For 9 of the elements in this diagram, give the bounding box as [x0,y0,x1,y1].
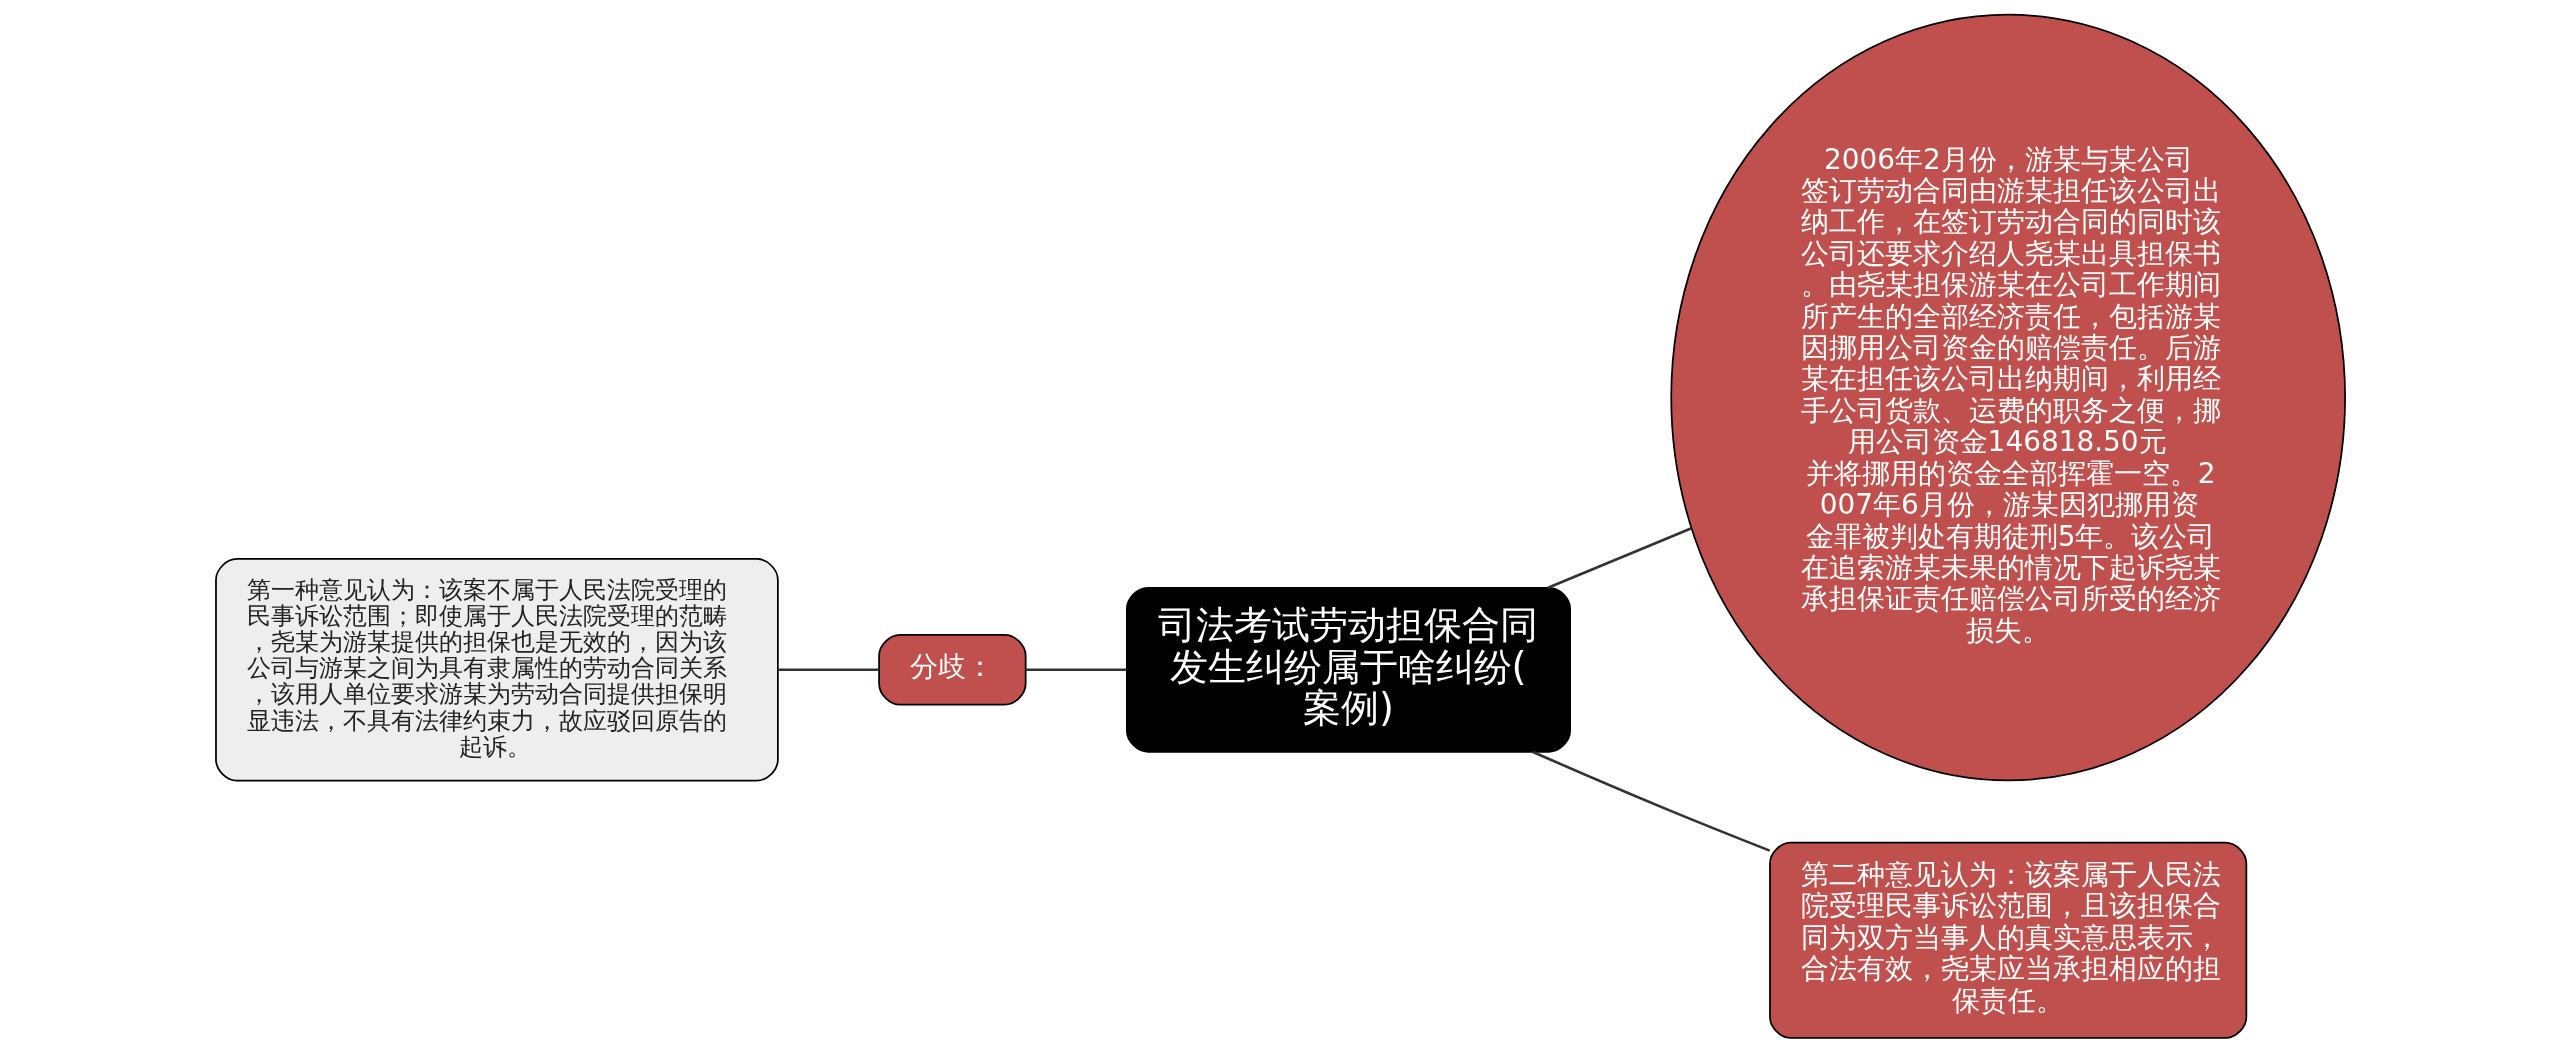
node-ellipse: 2006年2月份，游某与某公司签订劳动合同由游某担任该公司出纳工作，在签订劳动合同的同时该公司还要求介绍人尧某出具担保书。由尧某担保游某在公司工作期间所产生的全部经济责任，包括游某因挪用公司资金的赔偿责任。后游某在担任该公司出纳期间，利用经手公司货款、运费的职务之便，挪用公司资金146818.50元并将挪用的资金全部挥霍一空。2007年6月份，游某因犯挪用资金罪被判处有期徒刑5年。该公司在追索游某未果的情况下起诉尧某承担保证责任赔偿公司所受的经济损失。 [1669,13,2346,782]
node-box: 第一种意见认为：该案不属于人民法院受理的民事诉讼范围；即使属于人民法院受理的范畴，尧某为游某提供的担保也是无效的，因为该公司与游某之间为具有隶属性的劳动合同关系，该用人单位要求游某为劳动合同提供担保明显违法，不具有法律约束力，故应驳回原告的起诉。 [214,558,779,782]
connector [1531,750,1770,852]
node-box: 第二种意见认为：该案属于人民法院受理民事诉讼范围，且该担保合同为双方当事人的真实意思表示，合法有效，尧某应当承担相应的担保责任。 [1768,841,2247,1039]
connector [777,668,879,672]
node-box: 分歧： [877,634,1027,706]
connector [1547,527,1692,589]
connector [1025,668,1126,672]
node-box: 司法考试劳动担保合同发生纠纷属于啥纠纷(案例) [1125,586,1571,753]
